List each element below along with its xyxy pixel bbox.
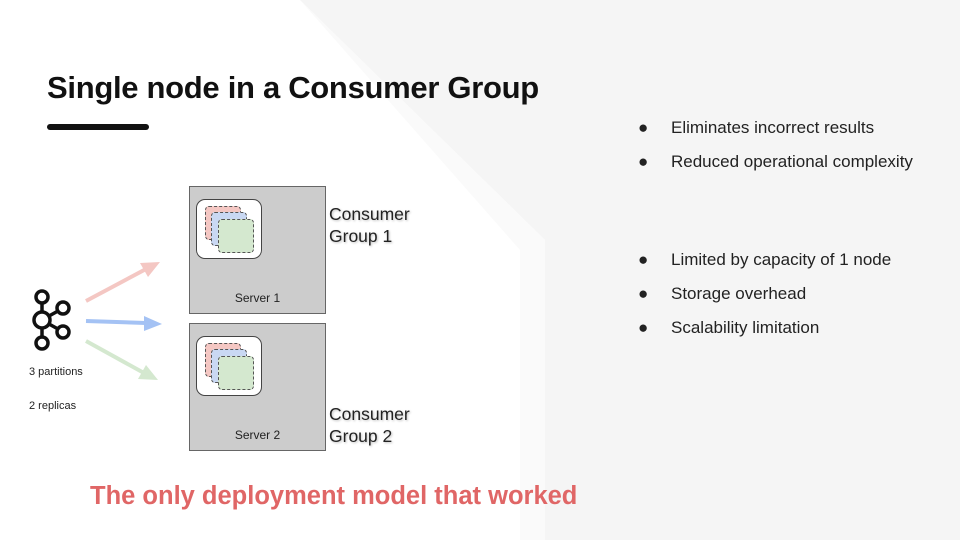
server-1-box: Server 1 (189, 186, 326, 314)
server-2-label: Server 2 (234, 428, 281, 442)
partition-green (218, 356, 254, 390)
consumer-group-2-label: Consumer Group 2 (329, 403, 410, 447)
list-item: ●Eliminates incorrect results (638, 118, 875, 137)
bullet-icon: ● (638, 318, 649, 337)
group-2-line1: Consumer (329, 404, 410, 424)
arrow-green (85, 339, 158, 380)
replicas-label: 2 replicas (29, 400, 77, 412)
kafka-icon (32, 289, 71, 351)
bullet-icon: ● (638, 284, 649, 303)
list-item: ●Scalability limitation (638, 318, 820, 337)
group-1-line2: Group 1 (329, 226, 393, 246)
partitions-label: 3 partitions (29, 366, 83, 378)
server-2-box: Server 2 (189, 323, 326, 451)
bullet-icon: ● (638, 152, 649, 171)
group-1-line1: Consumer (329, 204, 410, 224)
partition-green (218, 219, 254, 253)
arrow-red (85, 262, 160, 303)
bullet-icon: ● (638, 250, 649, 269)
consumer-instance (196, 199, 262, 259)
title-underline (47, 124, 149, 130)
cons-list: ●Limited by capacity of 1 node ●Storage … (638, 250, 891, 352)
partition-arrows (85, 262, 162, 380)
list-item: ●Reduced operational complexity (638, 152, 913, 171)
bullet-icon: ● (638, 118, 649, 137)
server-1-label: Server 1 (234, 291, 281, 305)
consumer-instance (196, 336, 262, 396)
arrow-blue (85, 316, 162, 331)
group-2-line2: Group 2 (329, 426, 393, 446)
list-item: ●Storage overhead (638, 284, 807, 303)
pros-list: ●Eliminates incorrect results ●Reduced o… (638, 118, 913, 186)
slide-title: Single node in a Consumer Group (47, 70, 539, 105)
list-item: ●Limited by capacity of 1 node (638, 250, 892, 269)
tagline: The only deployment model that worked (90, 482, 578, 510)
consumer-group-1-label: Consumer Group 1 (329, 203, 410, 247)
